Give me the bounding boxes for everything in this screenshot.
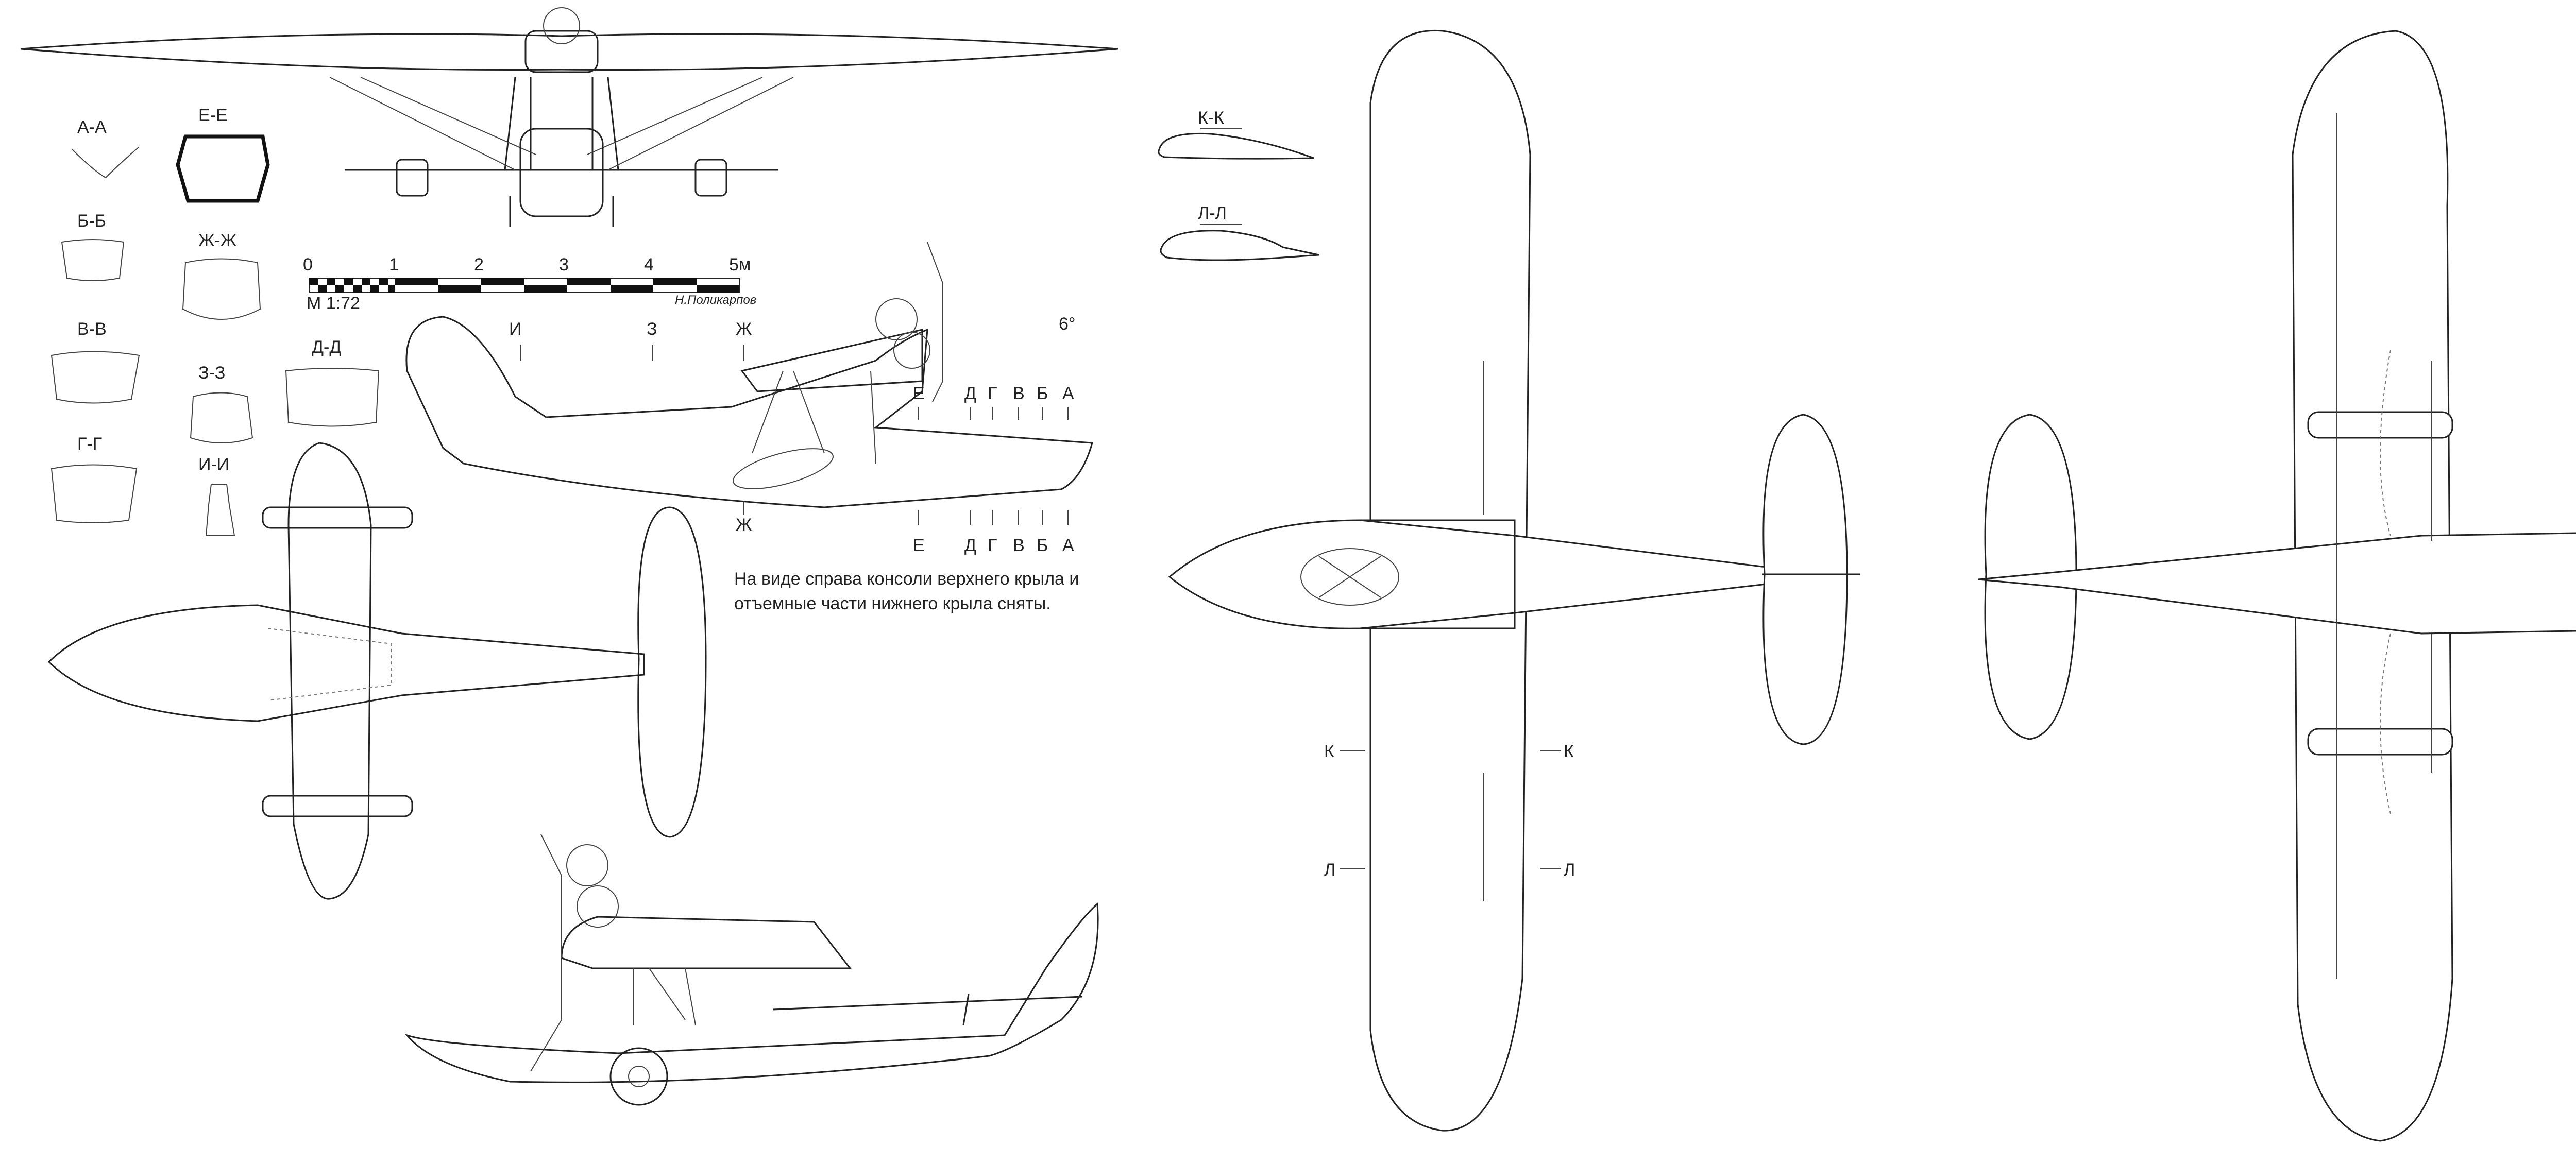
- section-label-aa: А-А: [77, 117, 107, 137]
- scale-bar: 0 1 2 3 4 5м М 1:72 Н.Поликарпов: [303, 255, 756, 313]
- cross-sections: А-А Е-Е Б-Б Ж-Ж В-В З-З Д-Д Г-Г И-И: [50, 106, 380, 536]
- marker-g: Г: [988, 536, 997, 555]
- note-line-1: На виде справа консоли верхнего крыла и: [734, 569, 1079, 589]
- marker-e: Е: [913, 384, 925, 403]
- marker-a: А: [1062, 384, 1074, 403]
- scale-tick-2: 2: [474, 255, 484, 275]
- scale-tick-5: 5м: [729, 255, 751, 275]
- drawing-note: На виде справа консоли верхнего крыла и …: [734, 569, 1079, 613]
- marker-i: И: [509, 319, 521, 339]
- station-markers-bottom: Ж Е Д Г В Б А: [736, 502, 1074, 555]
- station-markers-top: Е Д Г В Б А: [913, 384, 1074, 420]
- section-label-ll: Л-Л: [1198, 203, 1227, 223]
- section-label-zhzh: Ж-Ж: [198, 231, 236, 250]
- marker-l-right: Л: [1564, 860, 1575, 880]
- marker-k-right: К: [1564, 742, 1574, 761]
- section-label-ii: И-И: [198, 455, 229, 474]
- marker-g: Г: [988, 384, 997, 403]
- section-label-kk: К-К: [1198, 108, 1224, 128]
- marker-b: Б: [1037, 384, 1048, 403]
- marker-d: Д: [964, 536, 976, 555]
- marker-v: В: [1013, 384, 1025, 403]
- section-label-ee: Е-Е: [198, 106, 228, 125]
- author-signature: Н.Поликарпов: [675, 293, 756, 307]
- scale-ratio: М 1:72: [307, 294, 360, 313]
- section-label-bb: Б-Б: [77, 211, 106, 231]
- section-label-gg: Г-Г: [77, 434, 102, 454]
- scale-tick-4: 4: [644, 255, 654, 275]
- side-view-upper: И З Ж 6° Е Д Г В Б А Ж Е Д Г В Б А: [405, 242, 1093, 555]
- section-label-vv: В-В: [77, 319, 107, 339]
- note-line-2: отъемные части нижнего крыла сняты.: [734, 594, 1051, 613]
- marker-zh-top: Ж: [736, 319, 752, 339]
- marker-b: Б: [1037, 536, 1048, 555]
- side-view-lower: [404, 834, 1099, 1106]
- plan-view-bottom: [1978, 30, 2576, 1142]
- marker-l-left: Л: [1324, 860, 1335, 880]
- section-markers-k-l: К К Л Л: [1324, 742, 1575, 880]
- plan-view-top: К К Л Л: [1168, 29, 1860, 1132]
- airfoil-profiles: К-К Л-Л: [1158, 108, 1319, 261]
- plan-view-small: [47, 442, 707, 900]
- marker-z: З: [647, 319, 657, 339]
- angle-label: 6°: [1059, 314, 1076, 334]
- scale-tick-3: 3: [559, 255, 569, 275]
- marker-v: В: [1013, 536, 1025, 555]
- scale-tick-1: 1: [389, 255, 399, 275]
- front-view: [20, 7, 1118, 227]
- marker-k-left: К: [1324, 742, 1334, 761]
- scale-tick-0: 0: [303, 255, 313, 275]
- marker-d: Д: [964, 384, 976, 403]
- marker-zh-bottom: Ж: [736, 515, 752, 535]
- section-label-dd: Д-Д: [312, 337, 341, 357]
- marker-a: А: [1062, 536, 1074, 555]
- section-label-zz: З-З: [198, 363, 225, 383]
- marker-e: Е: [913, 536, 925, 555]
